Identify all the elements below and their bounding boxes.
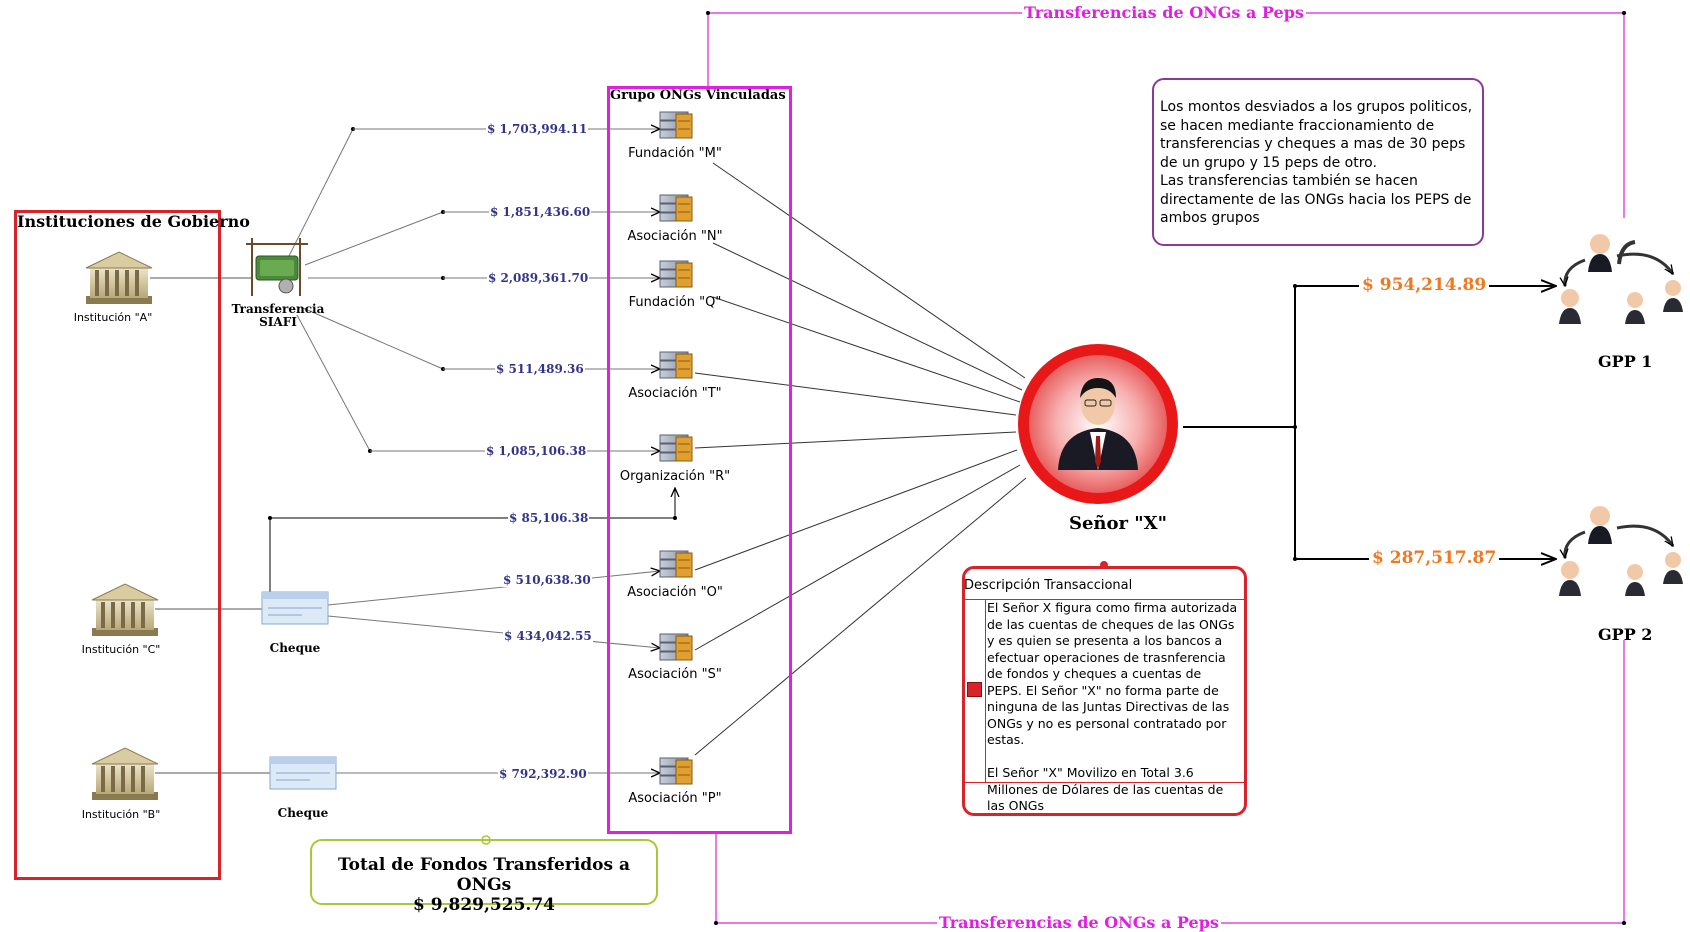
amount-label: $ 1,085,106.38 [485,444,588,458]
explanation-note-text: Los montos desviados a los grupos politi… [1160,99,1473,226]
siafi-label: Transferencia SIAFI [231,302,325,329]
senor-x-label: Señor "X" [1068,513,1167,534]
server-icon [659,633,693,661]
people-group-icon [1559,234,1683,324]
ong-label-o: Asociación "O" [627,585,723,600]
institution-b-label: Institución "B" [81,808,161,821]
government-institutions-title: Instituciones de Gobierno [17,212,250,231]
description-divider [964,782,1247,783]
cheque-label-1: Cheque [269,641,321,655]
gpp1-label: GPP 1 [1598,352,1653,371]
total-funds-value: $ 9,829,525.74 [413,895,555,915]
server-icon [659,260,693,288]
server-icons [659,111,693,785]
transaction-description-title: Descripción Transaccional [964,578,1133,593]
server-icon [659,194,693,222]
ong-label-r: Organización "R" [619,469,731,484]
amount-label: $ 510,638.30 [502,573,592,587]
total-funds-title: Total de Fondos Transferidos a ONGs [337,855,631,895]
siafi-fan-links [287,128,444,452]
total-funds-box: Total de Fondos Transferidos a ONGs $ 9,… [310,839,658,915]
ong-to-senor-links [694,162,1027,756]
description-divider [964,599,1247,600]
senor-to-gpp-links [1183,286,1556,559]
server-icon [659,434,693,462]
transaction-description-text: El Señor X figura como firma autorizada … [987,600,1238,813]
ong-label-s: Asociación "S" [628,667,722,682]
senor-x-node [1018,344,1178,504]
cheque-icon [269,756,337,790]
institution-a-label: Institución "A" [73,311,153,324]
gpp2-label: GPP 2 [1598,625,1653,644]
amount-label: $ 434,042.55 [503,629,593,643]
amount-label: $ 1,851,436.60 [489,205,592,219]
ong-label-n: Asociación "N" [627,229,723,244]
amount-label: $ 85,106.38 [508,511,590,525]
businessman-icon [1058,378,1138,470]
explanation-note: Los montos desviados a los grupos politi… [1152,78,1484,246]
gpp1-amount: $ 954,214.89 [1359,275,1490,295]
ong-group-box [607,86,792,834]
institution-c-label: Institución "C" [81,643,161,656]
server-icon [659,550,693,578]
amount-label: $ 1,703,994.11 [486,122,589,136]
building-icon [91,747,159,800]
server-icon [659,757,693,785]
amount-label: $ 792,392.90 [498,767,588,781]
gpp2-amount: $ 287,517.87 [1369,548,1500,568]
ong-label-t: Asociación "T" [628,386,722,401]
government-institutions-group [14,210,221,880]
flag-icon [967,682,982,697]
amount-label: $ 2,089,361.70 [487,271,590,285]
money-transfer-icon [246,238,308,296]
building-icon [91,583,159,636]
ong-label-q: Fundación "Q" [628,295,722,310]
cheque-icon [261,591,329,625]
server-icon [659,111,693,139]
ong-label-m: Fundación "M" [628,146,722,161]
amount-label: $ 511,489.36 [495,362,585,376]
bottom-transfer-label: Transferencias de ONGs a Peps [937,913,1221,932]
people-group-icon [1559,506,1683,596]
top-transfer-label: Transferencias de ONGs a Peps [1022,3,1306,22]
building-icon [85,251,153,304]
cheque-label-2: Cheque [277,806,329,820]
transaction-description-box [962,566,1247,816]
institution-links [150,277,270,774]
ong-label-p: Asociación "P" [628,791,722,806]
server-icon [659,351,693,379]
ong-group-title: Grupo ONGs Vinculadas [610,88,786,103]
description-divider [985,600,986,782]
